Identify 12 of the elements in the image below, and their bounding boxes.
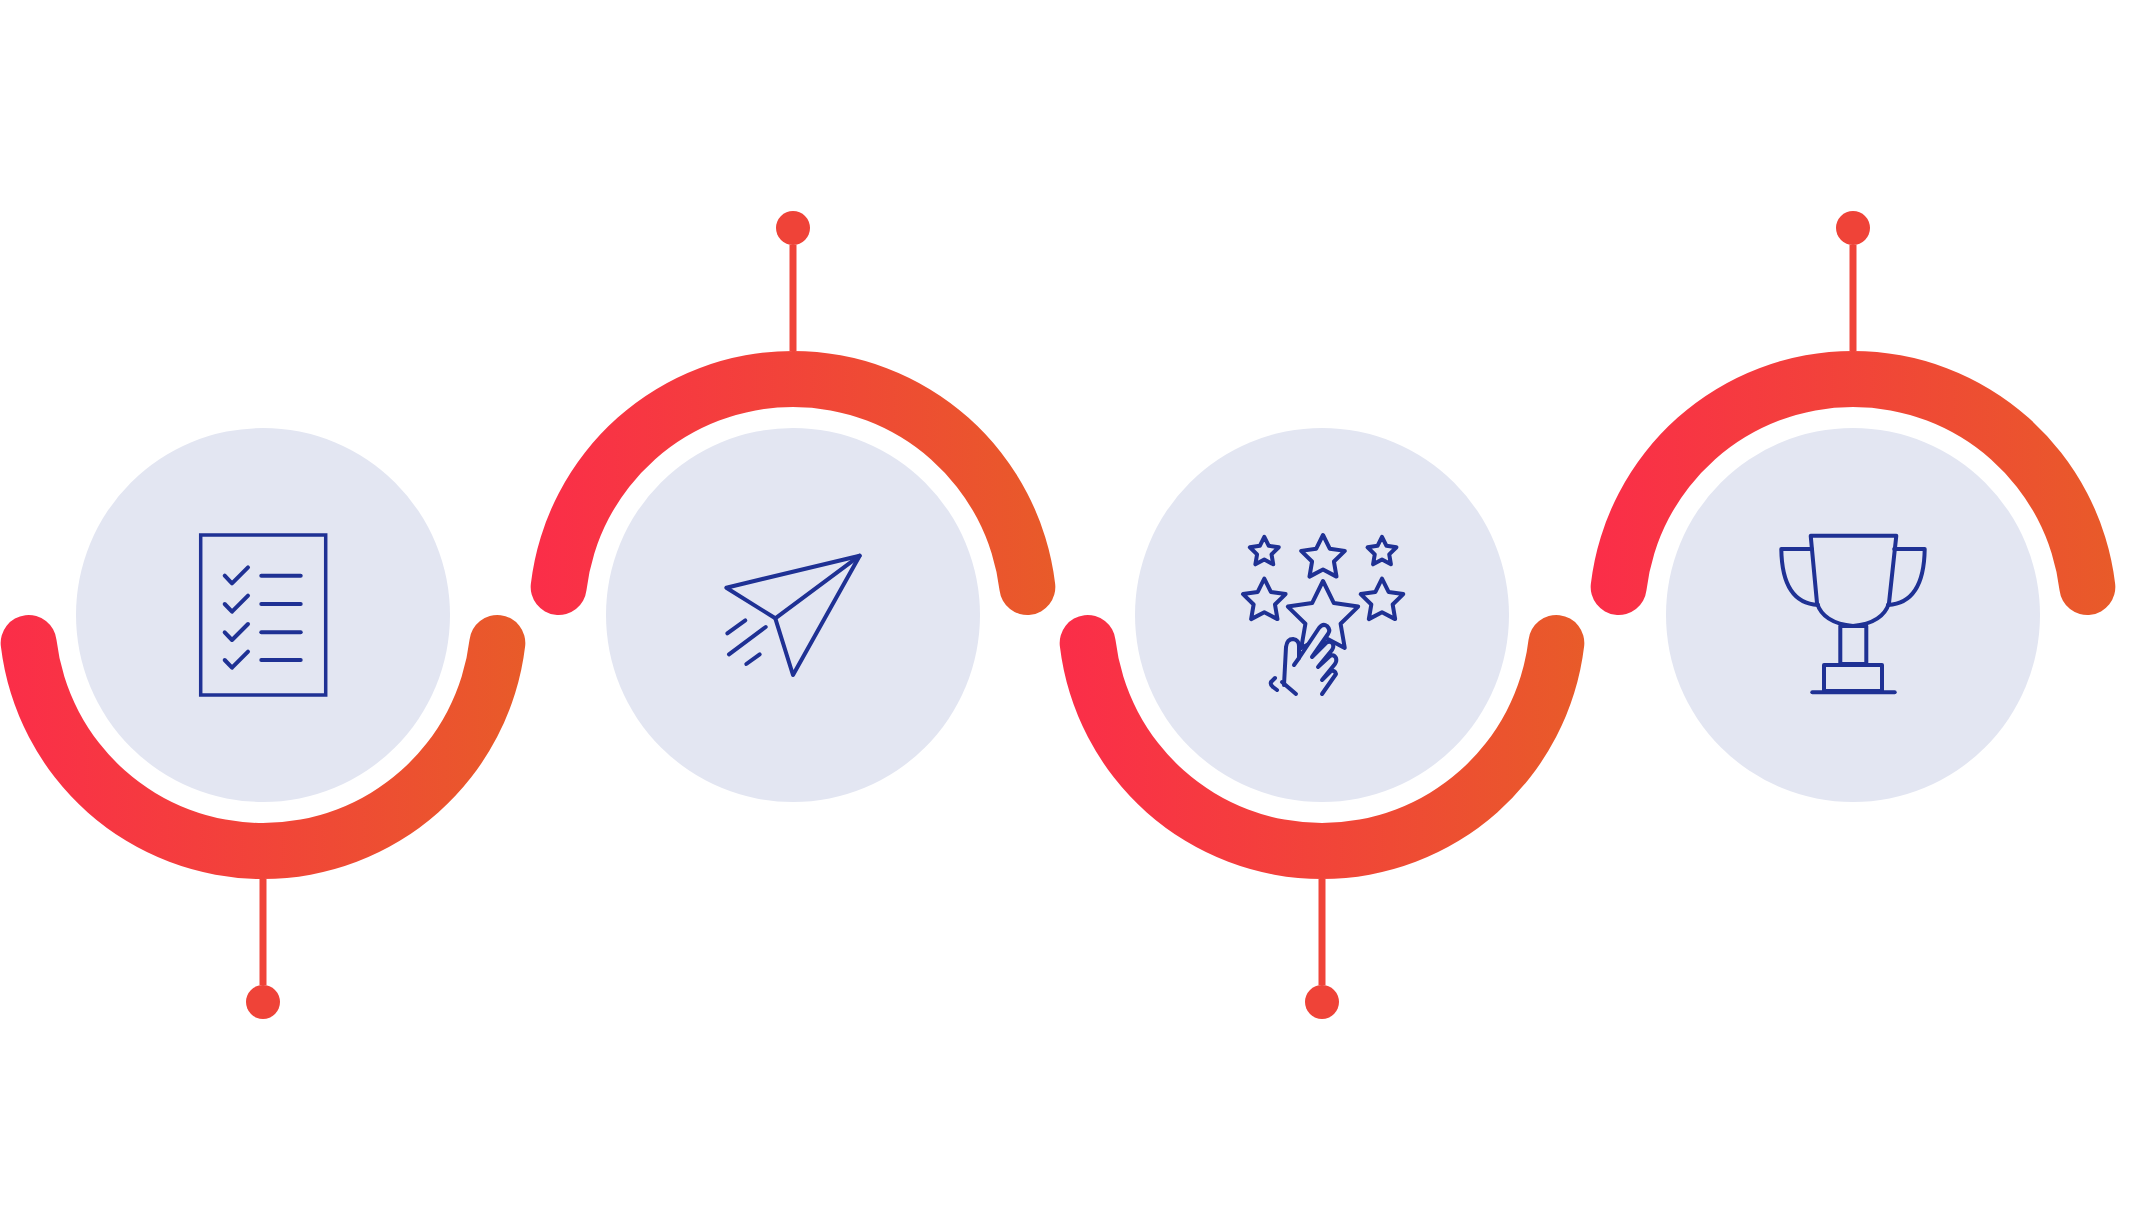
pin-dot [1836,211,1870,245]
arc-band [1059,615,1585,879]
connector-line [259,879,267,985]
connector-line [1318,879,1326,985]
connector-line [789,245,797,351]
connector-line [1849,245,1857,351]
arc-band [1590,351,2116,615]
pin-dot [776,211,810,245]
arc-band [0,615,526,879]
arc-band [530,351,1056,615]
pin-dot [246,985,280,1019]
pin-dot [1305,985,1339,1019]
